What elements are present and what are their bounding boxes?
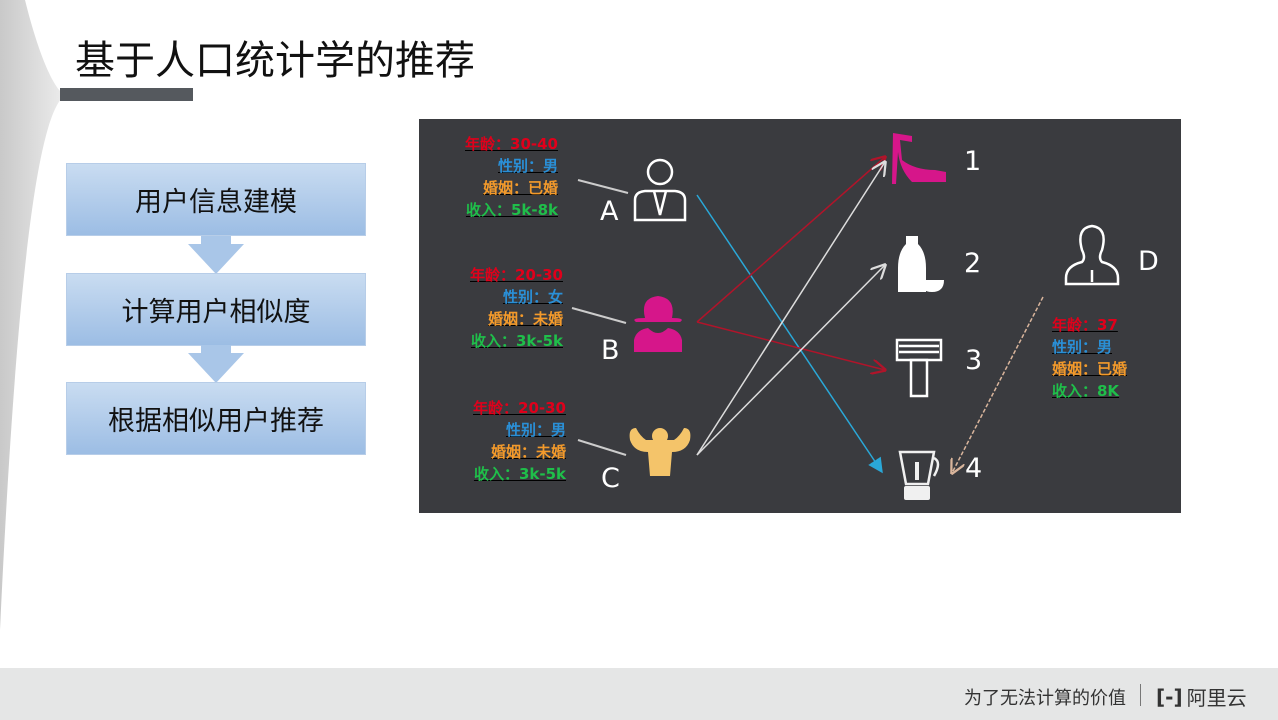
footer-slogan: 为了无法计算的价值	[964, 688, 1126, 709]
down-arrow-icon	[188, 244, 244, 274]
user-d-age: 年龄：37	[1052, 316, 1118, 334]
aliyun-logo-icon: [-]	[1156, 684, 1183, 709]
user-b-income: 收入：3k-5k	[470, 332, 563, 350]
user-a-label: A	[600, 196, 619, 227]
user-b-marriage: 婚姻：未婚	[487, 310, 563, 328]
user-b-age: 年龄：20-30	[470, 266, 563, 284]
step-similarity: 计算用户相似度	[66, 273, 366, 346]
user-b-gender: 性别：女	[502, 288, 563, 306]
user-b-label: B	[601, 335, 620, 366]
step-recommend: 根据相似用户推荐	[66, 382, 366, 455]
slide-title: 基于人口统计学的推荐	[75, 38, 475, 84]
item-3-label: 3	[965, 345, 983, 376]
user-d-marriage: 婚姻：已婚	[1052, 360, 1128, 378]
user-a-info: 年龄：30-40 性别：男 婚姻：已婚 收入：5k-8k	[420, 133, 558, 221]
user-a-income: 收入：5k-8k	[465, 201, 558, 219]
user-b-info: 年龄：20-30 性别：女 婚姻：未婚 收入：3k-5k	[420, 264, 563, 352]
user-d-label: D	[1138, 246, 1159, 277]
step-arrow-stem	[201, 236, 231, 244]
down-arrow-icon	[188, 353, 244, 383]
item-2-label: 2	[964, 248, 982, 279]
title-underline-bar	[60, 88, 193, 101]
item-1-label: 1	[964, 146, 982, 177]
user-c-marriage: 婚姻：未婚	[490, 443, 566, 461]
user-c-label: C	[601, 463, 620, 494]
brand-logo: [-] 阿里云	[1156, 682, 1247, 711]
user-d-income: 收入：8K	[1052, 382, 1120, 400]
user-a-gender: 性别：男	[497, 157, 558, 175]
user-c-info: 年龄：20-30 性别：男 婚姻：未婚 收入：3k-5k	[420, 397, 566, 485]
brand-name: 阿里云	[1186, 686, 1247, 710]
user-c-gender: 性别：男	[505, 421, 566, 439]
step-arrow-stem	[201, 345, 231, 353]
footer-bar	[0, 668, 1278, 720]
user-d-info: 年龄：37 性别：男 婚姻：已婚 收入：8K	[1052, 314, 1127, 402]
footer-separator	[1140, 684, 1141, 706]
user-c-income: 收入：3k-5k	[473, 465, 566, 483]
item-4-label: 4	[965, 453, 983, 484]
decorative-fan	[0, 0, 65, 630]
user-a-age: 年龄：30-40	[465, 135, 558, 153]
step-user-modeling: 用户信息建模	[66, 163, 366, 236]
user-d-gender: 性别：男	[1052, 338, 1113, 356]
user-a-marriage: 婚姻：已婚	[482, 179, 558, 197]
user-c-age: 年龄：20-30	[473, 399, 566, 417]
